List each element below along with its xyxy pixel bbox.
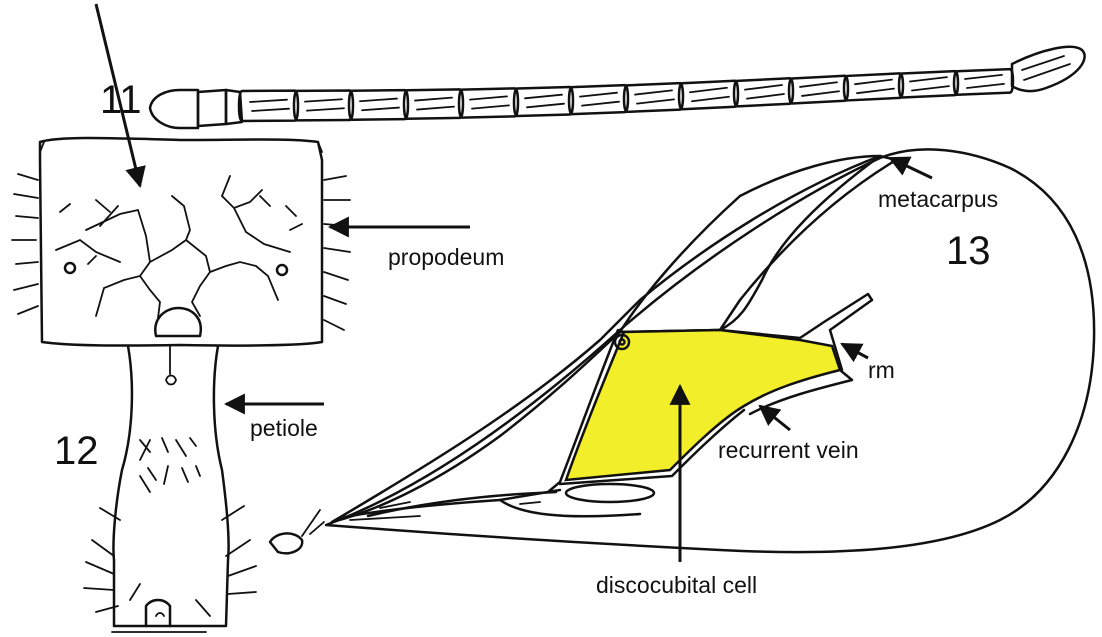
antenna-segment bbox=[569, 85, 628, 114]
antenna-segment bbox=[349, 90, 408, 120]
antenna-segment bbox=[624, 83, 683, 112]
recurrent-vein-label: recurrent vein bbox=[718, 437, 859, 463]
antenna-sensilla bbox=[635, 90, 674, 103]
antenna-segment bbox=[899, 71, 958, 97]
antenna-sensilla bbox=[525, 95, 564, 108]
antenna-segment bbox=[294, 90, 353, 120]
antenna-segment bbox=[789, 76, 848, 104]
antenna-sensilla bbox=[415, 98, 454, 110]
antenna-sensilla bbox=[470, 96, 509, 108]
antenna-sensilla bbox=[800, 82, 839, 96]
antenna-sensilla bbox=[910, 77, 949, 90]
antenna-segment bbox=[844, 73, 903, 100]
petiole-drawing bbox=[84, 346, 256, 632]
antenna-segment bbox=[954, 69, 1013, 95]
antenna-sensilla bbox=[745, 85, 784, 99]
antenna-sensilla bbox=[305, 99, 344, 110]
antenna-drawing bbox=[150, 47, 1085, 128]
petiole-label: petiole bbox=[250, 415, 318, 441]
antenna-segment bbox=[459, 88, 518, 117]
antenna-segment bbox=[734, 78, 793, 106]
antenna-sensilla bbox=[360, 99, 399, 111]
propodeum-label: propodeum bbox=[388, 244, 504, 270]
antenna-segment bbox=[679, 81, 738, 109]
antenna-segment bbox=[514, 87, 573, 116]
rm-arrow bbox=[842, 344, 868, 358]
discocubital-cell-label: discocubital cell bbox=[596, 572, 757, 598]
antenna-sensilla bbox=[965, 75, 1004, 88]
figure-number-11: 11 bbox=[100, 78, 142, 122]
antenna-sensilla bbox=[690, 88, 729, 101]
antenna-sensilla bbox=[580, 93, 619, 106]
metacarpus-arrow bbox=[890, 158, 932, 178]
figure-number-13: 13 bbox=[946, 229, 991, 273]
antenna-sensilla bbox=[855, 80, 894, 94]
antenna-segment bbox=[239, 91, 298, 121]
recurrent-vein-arrow bbox=[760, 406, 790, 430]
antenna-sensilla bbox=[250, 100, 289, 111]
propodeum-drawing bbox=[12, 138, 350, 385]
antenna-segment bbox=[404, 89, 463, 118]
metacarpus-label: metacarpus bbox=[878, 186, 998, 212]
rm-label: rm bbox=[868, 357, 895, 383]
figure-number-12: 12 bbox=[54, 429, 99, 473]
